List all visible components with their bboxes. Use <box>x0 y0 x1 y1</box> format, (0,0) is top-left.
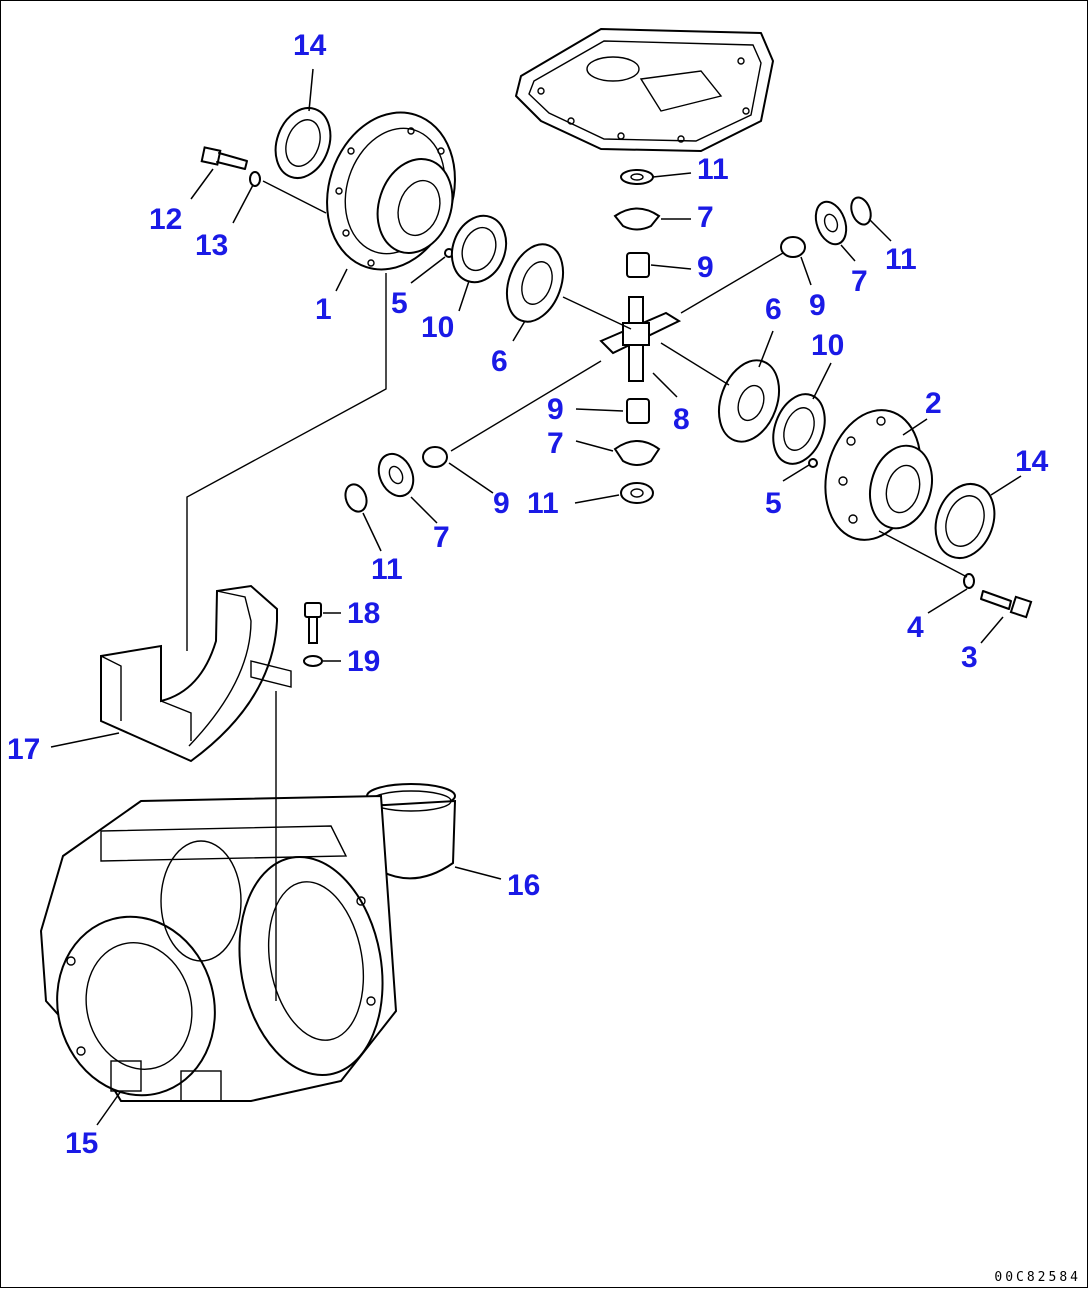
bushing-9-left <box>422 446 448 468</box>
callout-6: 6 <box>491 345 508 378</box>
washer-11-bottom <box>620 482 654 504</box>
differential-case-right <box>824 409 933 541</box>
callout-4: 4 <box>907 611 924 644</box>
callout-7: 7 <box>433 521 450 554</box>
callout-3: 3 <box>961 641 978 674</box>
callout-14: 14 <box>1015 445 1049 478</box>
thrust-washer-10-right <box>772 393 826 465</box>
thrust-washer-10-left <box>450 214 508 284</box>
callout-10: 10 <box>421 311 454 344</box>
bushing-9-top <box>626 252 650 278</box>
washer-11-top <box>620 169 654 185</box>
bushing-9-right <box>780 236 806 258</box>
callout-13: 13 <box>195 229 228 262</box>
washer-11-right <box>850 196 872 226</box>
callout-12: 12 <box>149 203 182 236</box>
callout-6: 6 <box>765 293 782 326</box>
bolt-18 <box>304 602 322 644</box>
callout-8: 8 <box>673 403 690 436</box>
pinion-7-bottom <box>613 440 661 466</box>
callout-9: 9 <box>547 393 564 426</box>
callout-7: 7 <box>697 201 714 234</box>
callout-9: 9 <box>493 487 510 520</box>
side-gear-6-left <box>505 243 565 323</box>
callouts: 14 12 13 1 5 10 6 11 7 9 9 7 11 6 10 2 1… <box>7 29 1049 1160</box>
callout-17: 17 <box>7 733 40 766</box>
pin-5-right <box>808 458 818 468</box>
callout-1: 1 <box>315 293 332 326</box>
assembly-lines <box>186 180 968 1001</box>
bolt-12 <box>200 146 248 170</box>
callout-15: 15 <box>65 1127 98 1160</box>
washer-11-left <box>344 483 368 513</box>
top-cover-plate <box>515 28 774 152</box>
washer-13 <box>249 171 261 187</box>
pinion-7-left <box>377 452 415 498</box>
callout-16: 16 <box>507 869 540 902</box>
callout-9: 9 <box>809 289 826 322</box>
callout-10: 10 <box>811 329 844 362</box>
bearing-cup-left <box>274 107 332 179</box>
callout-14: 14 <box>293 29 327 62</box>
axle-housing-15 <box>39 794 398 1102</box>
bearing-cup-right <box>934 483 996 559</box>
leader-lines <box>50 68 1022 1126</box>
spider-8 <box>599 296 682 382</box>
callout-9: 9 <box>697 251 714 284</box>
callout-11: 11 <box>527 487 559 520</box>
callout-5: 5 <box>391 287 408 320</box>
pinion-7-right <box>814 200 848 246</box>
drawing-code: 00C82584 <box>994 1270 1081 1285</box>
differential-case-left <box>326 111 456 271</box>
side-gear-6-right <box>718 359 780 443</box>
callout-7: 7 <box>547 427 564 460</box>
washer-19 <box>303 655 323 667</box>
callout-11: 11 <box>371 553 403 586</box>
callout-18: 18 <box>347 597 380 630</box>
pinion-7-top <box>613 207 661 231</box>
callout-7: 7 <box>851 265 868 298</box>
guard-17 <box>100 584 292 763</box>
callout-11: 11 <box>885 243 917 276</box>
callout-11: 11 <box>697 153 729 186</box>
callout-2: 2 <box>925 387 942 420</box>
callout-5: 5 <box>765 487 782 520</box>
callout-19: 19 <box>347 645 380 678</box>
bushing-9-bottom <box>626 398 650 424</box>
bolt-3 <box>980 590 1033 619</box>
